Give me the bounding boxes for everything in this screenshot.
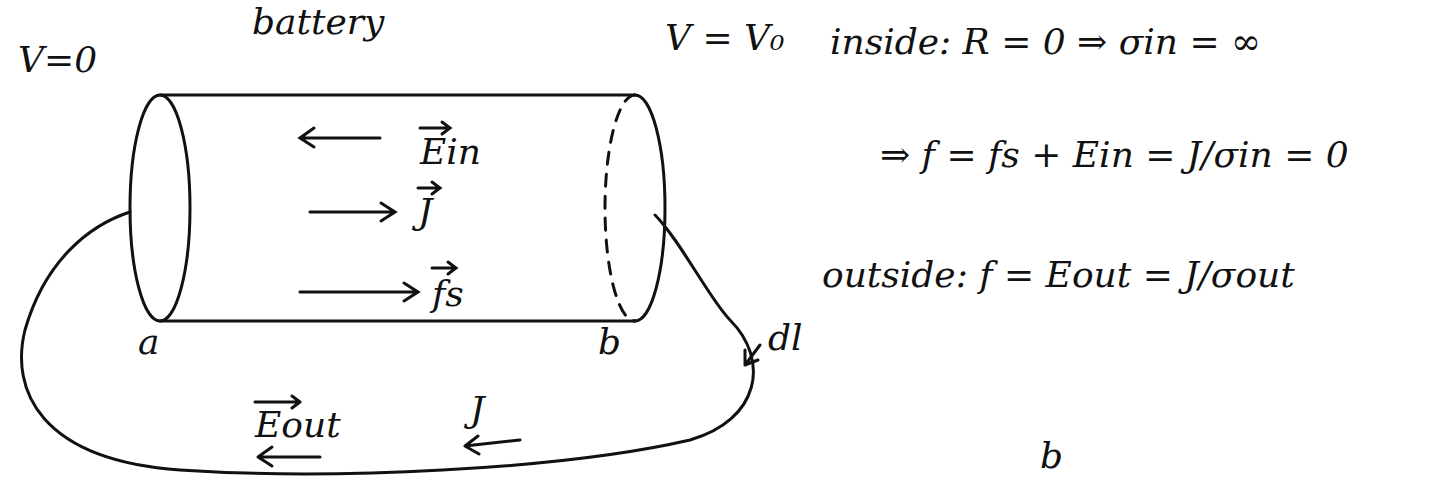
element-label: dl bbox=[768, 318, 803, 358]
dl-arrow bbox=[745, 345, 760, 365]
point-label: b bbox=[598, 322, 621, 362]
current-label: J bbox=[418, 192, 432, 232]
force-label: fs bbox=[432, 274, 464, 314]
current-arrow bbox=[465, 436, 520, 454]
field-label: Ein bbox=[420, 132, 481, 172]
point-label: a bbox=[138, 322, 159, 362]
field-label: Eout bbox=[255, 405, 341, 445]
battery-label: battery bbox=[252, 2, 384, 42]
potential-label: V = V₀ bbox=[665, 18, 784, 58]
equation: outside: f = Eout = J/σout bbox=[822, 255, 1295, 295]
battery-cylinder: batteryEinJfs bbox=[120, 0, 690, 345]
cylinder-outline bbox=[120, 0, 690, 345]
note: b bbox=[1040, 436, 1063, 476]
equation: ⇒ f = fs + Ein = J/σin = 0 bbox=[880, 135, 1349, 175]
potential-label: V=0 bbox=[18, 40, 97, 80]
field-arrow bbox=[258, 447, 320, 466]
equation: inside: R = 0 ⇒ σin = ∞ bbox=[830, 22, 1261, 62]
current-label: J bbox=[470, 390, 484, 430]
